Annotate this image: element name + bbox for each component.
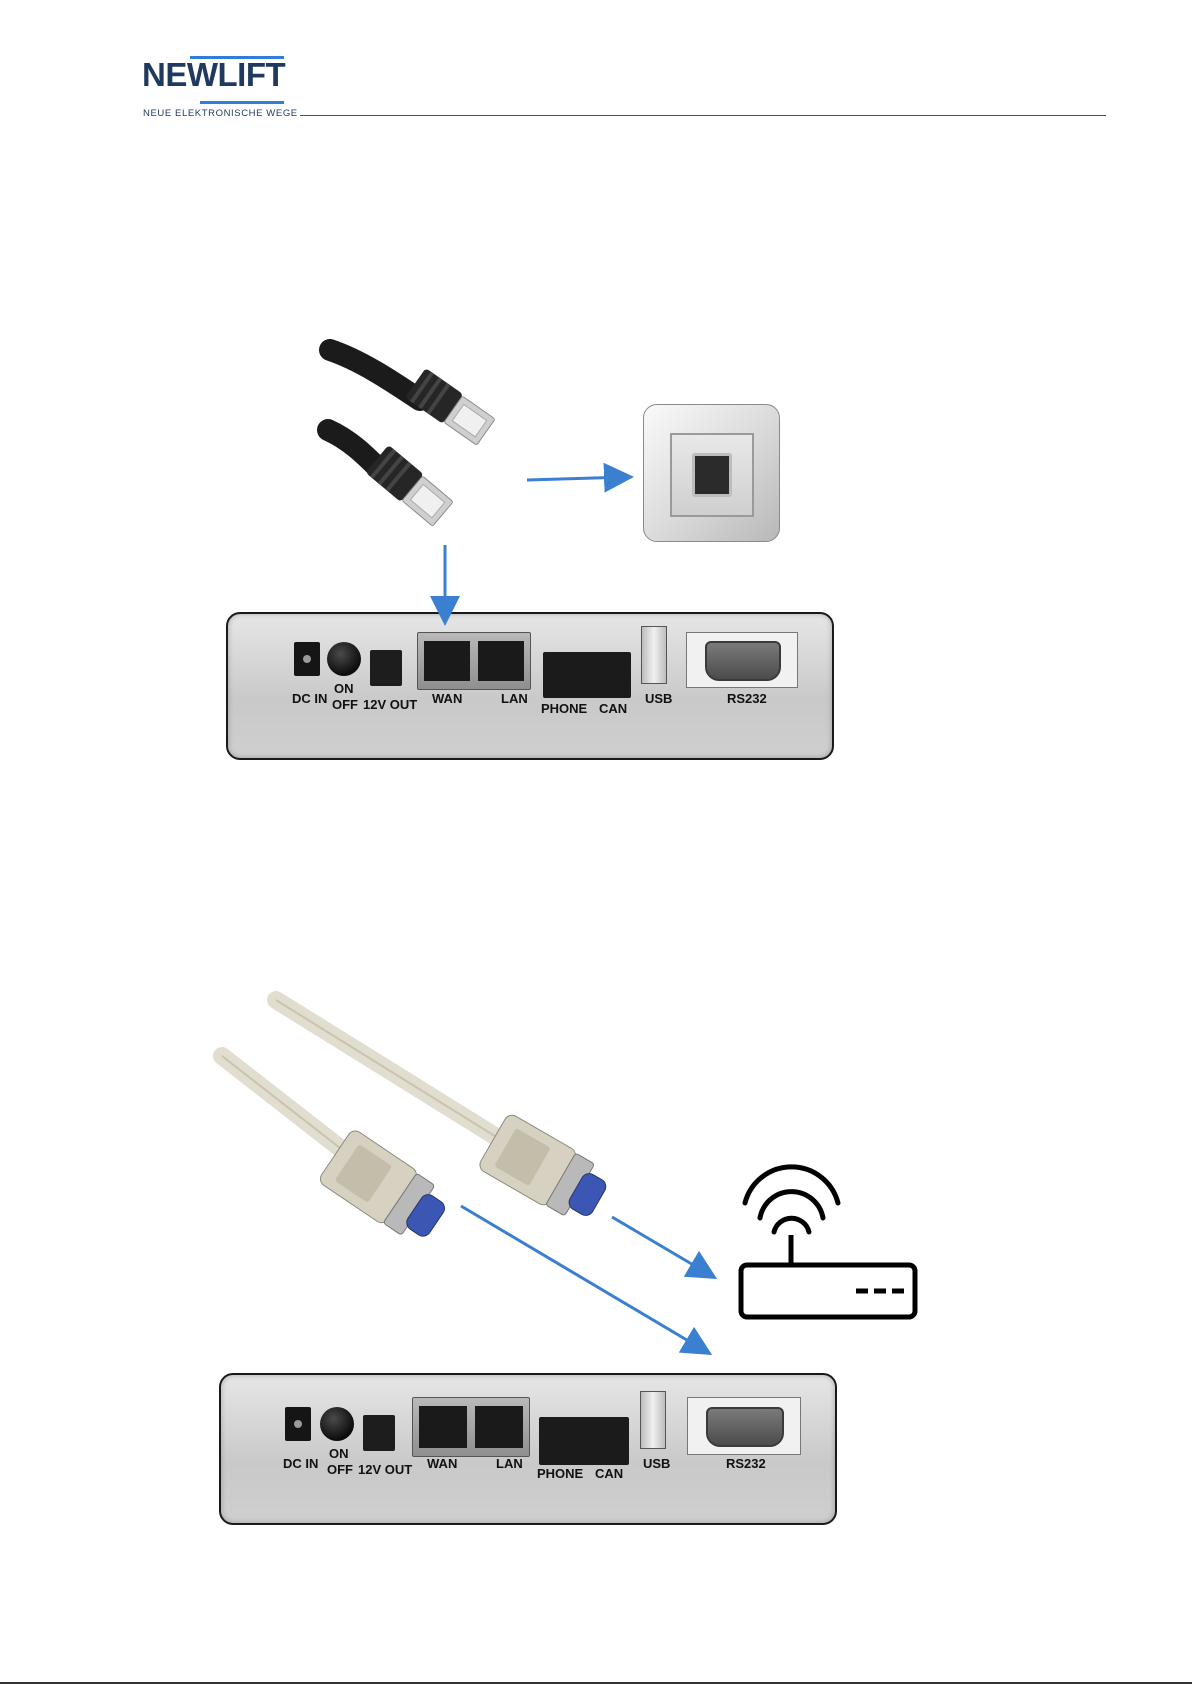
rs232-port bbox=[686, 632, 798, 688]
rs232-label: RS232 bbox=[727, 692, 767, 705]
12v-out-terminal bbox=[370, 650, 402, 686]
wan-lan-ports bbox=[412, 1397, 530, 1457]
footer-rule bbox=[0, 1682, 1192, 1684]
on-label: ON bbox=[329, 1447, 349, 1460]
off-label: OFF bbox=[332, 698, 358, 711]
12v-out-label: 12V OUT bbox=[363, 698, 417, 711]
usb-port bbox=[640, 1391, 666, 1449]
lan-port bbox=[478, 641, 524, 681]
wan-port bbox=[424, 641, 470, 681]
rs232-connector bbox=[705, 641, 781, 681]
12v-out-label: 12V OUT bbox=[358, 1463, 412, 1476]
can-label: CAN bbox=[599, 702, 627, 715]
logo-accent-bar bbox=[200, 101, 284, 104]
usb-port bbox=[641, 626, 667, 684]
power-switch bbox=[320, 1407, 354, 1441]
rs232-port bbox=[687, 1397, 801, 1455]
phone-can-terminal bbox=[543, 652, 631, 698]
device-rear-panel-2: DC IN ON OFF 12V OUT WAN LAN PHONE CAN U… bbox=[219, 1373, 837, 1525]
phone-can-terminal bbox=[539, 1417, 629, 1465]
dc-in-port bbox=[294, 642, 320, 676]
brand-logo: NEWLIFT bbox=[142, 58, 285, 91]
off-label: OFF bbox=[327, 1463, 353, 1476]
dc-in-label: DC IN bbox=[292, 692, 327, 705]
rs232-connector bbox=[706, 1407, 784, 1447]
wan-port bbox=[419, 1406, 467, 1448]
usb-label: USB bbox=[643, 1457, 670, 1470]
wan-lan-ports bbox=[417, 632, 531, 690]
usb-label: USB bbox=[645, 692, 672, 705]
arrow-serial-to-router bbox=[612, 1217, 712, 1276]
phone-label: PHONE bbox=[537, 1467, 583, 1480]
power-switch bbox=[327, 642, 361, 676]
12v-out-terminal bbox=[363, 1415, 395, 1451]
dc-in-port bbox=[285, 1407, 311, 1441]
rs232-label: RS232 bbox=[726, 1457, 766, 1470]
wan-label: WAN bbox=[432, 692, 462, 705]
can-label: CAN bbox=[595, 1467, 623, 1480]
brand-tagline: NEUE ELEKTRONISCHE WEGE bbox=[143, 108, 298, 119]
arrow-serial-to-rs232 bbox=[461, 1206, 707, 1352]
header-rule bbox=[300, 115, 1106, 116]
wan-label: WAN bbox=[427, 1457, 457, 1470]
socket-jack bbox=[692, 453, 732, 497]
lan-label: LAN bbox=[496, 1457, 523, 1470]
lan-label: LAN bbox=[501, 692, 528, 705]
dc-in-label: DC IN bbox=[283, 1457, 318, 1470]
device-rear-panel: DC IN ON OFF 12V OUT WAN LAN PHONE CAN U… bbox=[226, 612, 834, 760]
lan-port bbox=[475, 1406, 523, 1448]
rj45-wall-socket-icon bbox=[643, 404, 780, 542]
on-label: ON bbox=[334, 682, 354, 695]
phone-label: PHONE bbox=[541, 702, 587, 715]
socket-plate bbox=[670, 433, 754, 517]
arrow-cable-to-socket bbox=[527, 477, 628, 480]
